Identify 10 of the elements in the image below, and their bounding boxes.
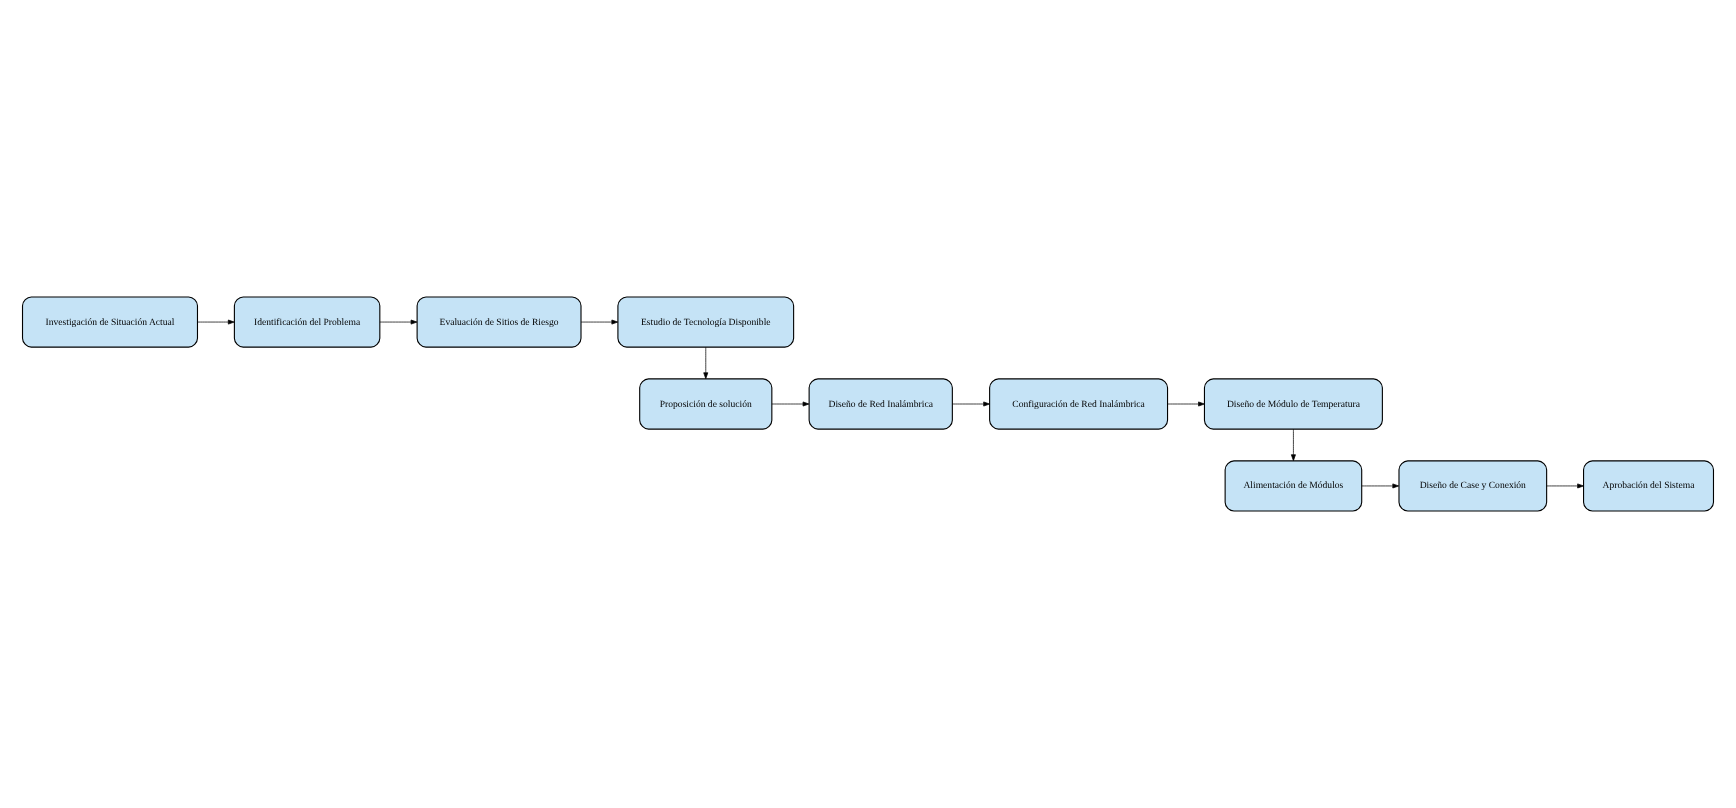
arrow: [1291, 428, 1296, 461]
arrow: [703, 346, 709, 380]
arrow: [1546, 483, 1584, 489]
arrow: [197, 319, 235, 325]
arrow: [952, 401, 990, 407]
arrow: [1167, 401, 1205, 407]
arrow: [580, 319, 619, 325]
arrow: [1361, 483, 1400, 489]
arrow: [771, 401, 810, 407]
arrow: [379, 319, 418, 325]
